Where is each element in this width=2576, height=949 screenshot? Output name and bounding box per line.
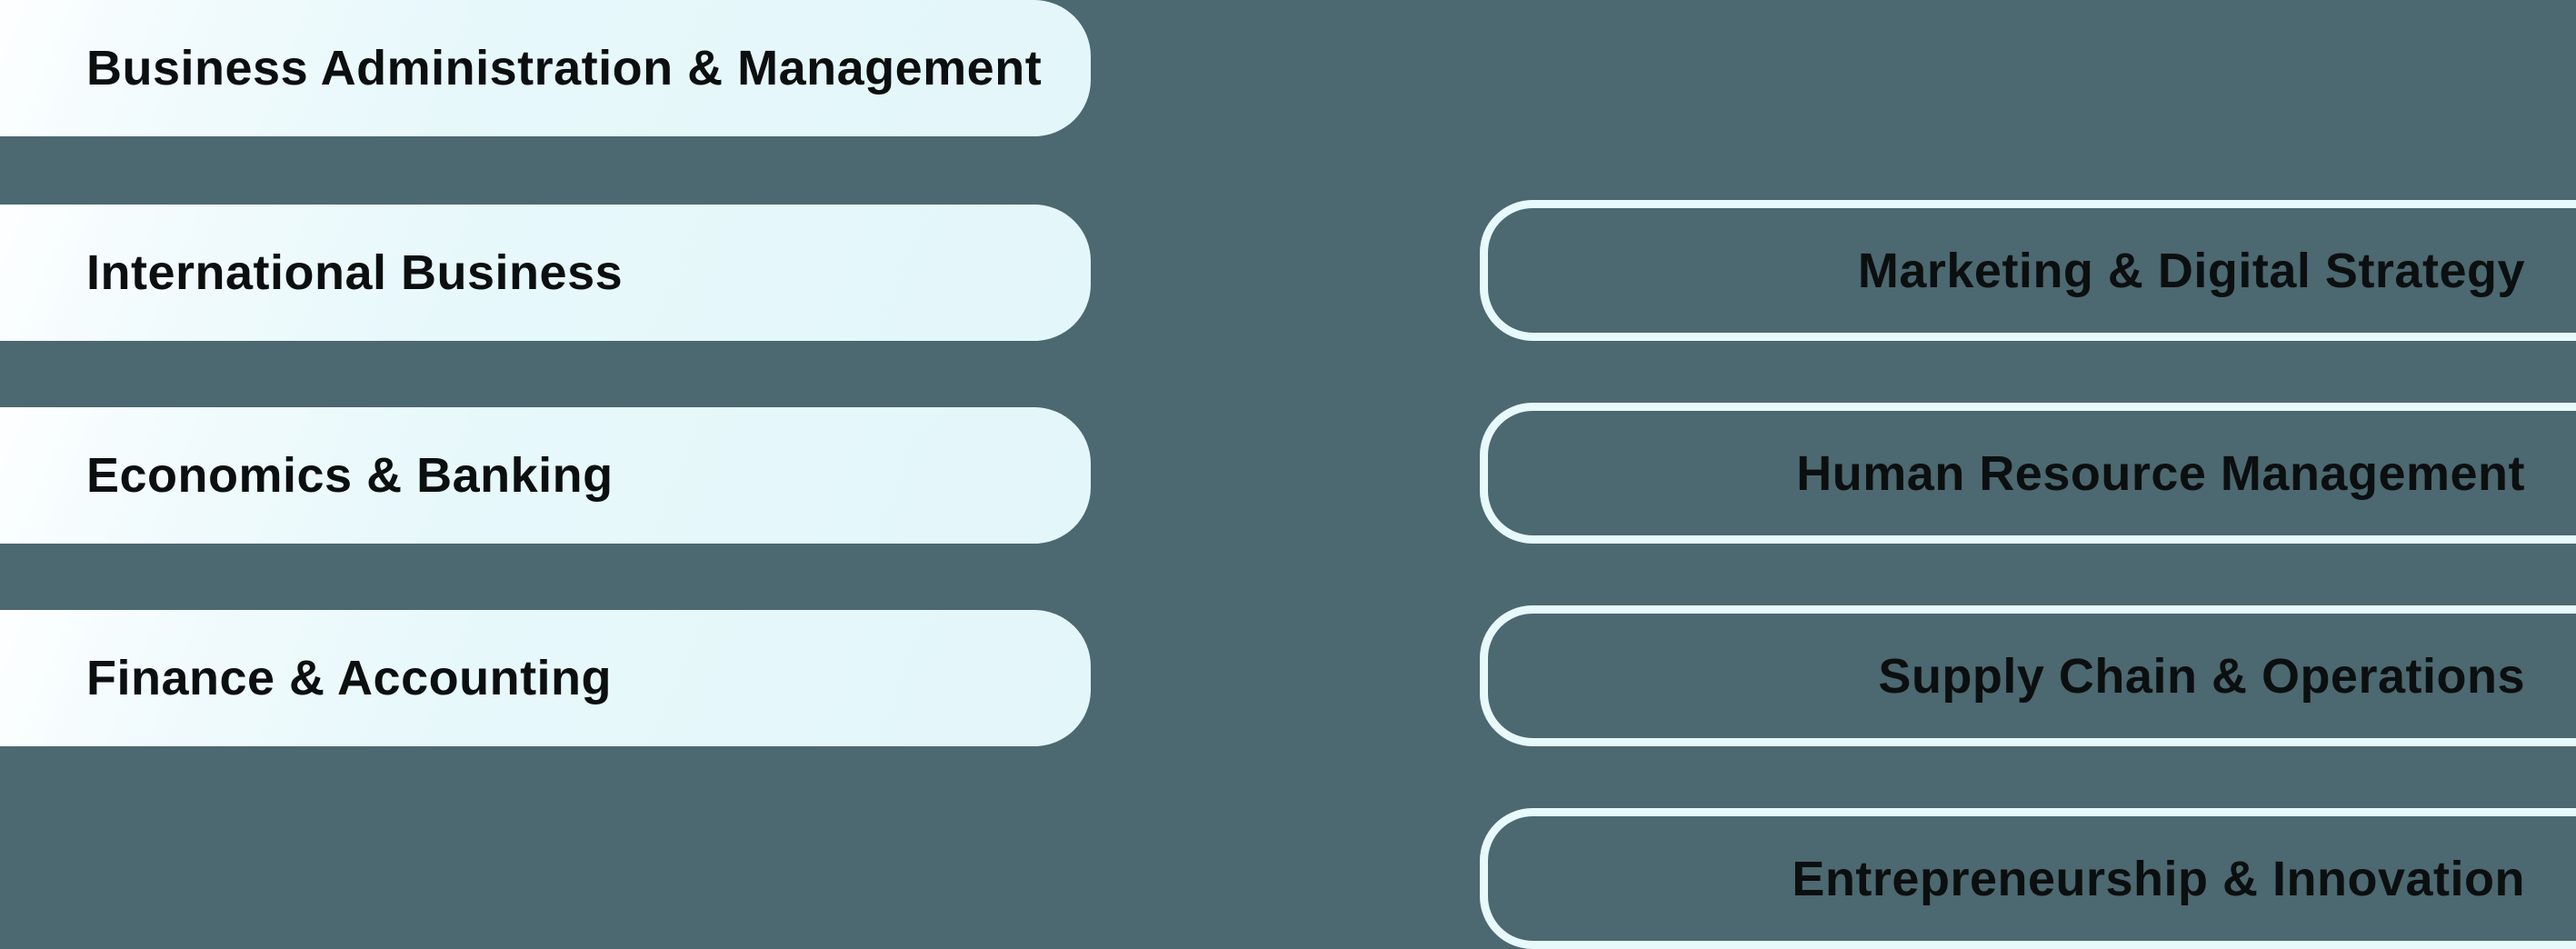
- category-pill-label: International Business: [86, 245, 624, 300]
- category-pill-label: Entrepreneurship & Innovation: [1792, 851, 2525, 906]
- category-pill-marketing-digital-strategy[interactable]: Marketing & Digital Strategy: [1480, 200, 2576, 341]
- category-pill-economics-banking[interactable]: Economics & Banking: [0, 407, 1091, 544]
- category-pill-finance-accounting[interactable]: Finance & Accounting: [0, 610, 1091, 746]
- category-pill-label: Human Resource Management: [1796, 445, 2525, 501]
- category-pill-label: Finance & Accounting: [86, 651, 613, 705]
- category-pill-human-resource-management[interactable]: Human Resource Management: [1480, 403, 2576, 544]
- category-pill-label: Business Administration & Management: [86, 41, 1043, 95]
- category-pill-international-business[interactable]: International Business: [0, 205, 1091, 341]
- category-pill-supply-chain-operations[interactable]: Supply Chain & Operations: [1480, 605, 2576, 746]
- category-pill-entrepreneurship-innovation[interactable]: Entrepreneurship & Innovation: [1480, 808, 2576, 949]
- category-pill-label: Marketing & Digital Strategy: [1857, 243, 2525, 298]
- category-pill-business-administration-management[interactable]: Business Administration & Management: [0, 0, 1091, 136]
- category-pill-label: Supply Chain & Operations: [1878, 648, 2525, 704]
- category-pill-label: Economics & Banking: [86, 448, 614, 503]
